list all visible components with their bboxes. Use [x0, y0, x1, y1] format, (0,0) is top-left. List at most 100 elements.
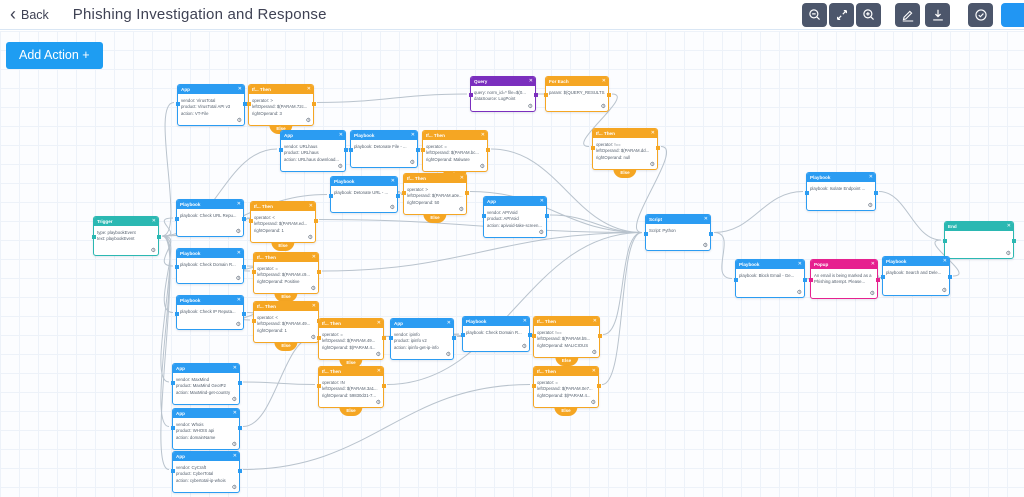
- settings-gear-icon[interactable]: ⚙: [458, 207, 464, 214]
- settings-gear-icon[interactable]: ⚙: [305, 118, 311, 125]
- port-out[interactable]: [464, 190, 469, 195]
- port-in[interactable]: [174, 311, 179, 316]
- port-out[interactable]: [381, 383, 386, 388]
- node-if-eq-param[interactable]: If... Then✕operator: =leftOperand: $(PAR…: [316, 318, 386, 368]
- settings-gear-icon[interactable]: ⚙: [702, 243, 708, 249]
- settings-gear-icon[interactable]: ⚙: [521, 344, 527, 350]
- port-in[interactable]: [316, 383, 321, 388]
- settings-gear-icon[interactable]: ⚙: [235, 276, 241, 282]
- port-in[interactable]: [348, 148, 353, 152]
- node-if-lt1[interactable]: If... Then✕operator: <leftOperand: $(PAR…: [248, 201, 318, 251]
- close-icon[interactable]: ✕: [151, 218, 156, 224]
- close-icon[interactable]: ✕: [410, 132, 415, 138]
- download-button[interactable]: [925, 3, 950, 27]
- port-out[interactable]: [527, 333, 532, 337]
- node-if-72c[interactable]: If... Then✕operator: >leftOperand: $(PAR…: [246, 84, 316, 134]
- settings-gear-icon[interactable]: ⚙: [538, 230, 544, 237]
- else-branch-tab[interactable]: Else: [269, 125, 293, 134]
- else-branch-tab[interactable]: Else: [554, 357, 579, 366]
- close-icon[interactable]: ✕: [311, 303, 316, 309]
- close-icon[interactable]: ✕: [650, 130, 655, 136]
- port-out[interactable]: [415, 148, 420, 152]
- else-branch-tab[interactable]: Else: [423, 214, 447, 223]
- node-pb-block-email[interactable]: Playbook✕playbook: Block Email - Ge...⚙: [733, 259, 807, 298]
- else-branch-tab[interactable]: Else: [613, 169, 637, 178]
- close-icon[interactable]: ✕: [232, 410, 237, 416]
- settings-gear-icon[interactable]: ⚙: [236, 118, 242, 125]
- node-pb-check-ip[interactable]: Playbook✕playbook: Check IP Reputa...⚙: [174, 295, 246, 330]
- check-button[interactable]: [968, 3, 993, 27]
- port-in[interactable]: [251, 319, 256, 323]
- close-icon[interactable]: ✕: [376, 368, 381, 374]
- settings-gear-icon[interactable]: ⚙: [337, 164, 343, 171]
- close-icon[interactable]: ✕: [236, 297, 241, 303]
- port-in[interactable]: [174, 265, 179, 269]
- settings-gear-icon[interactable]: ⚙: [600, 104, 606, 110]
- node-if-null[interactable]: If... Then✕operator: !==leftOperand: $(P…: [590, 128, 660, 178]
- port-out[interactable]: [485, 148, 490, 152]
- close-icon[interactable]: ✕: [601, 78, 606, 84]
- close-icon[interactable]: ✕: [522, 318, 527, 324]
- close-icon[interactable]: ✕: [232, 365, 237, 371]
- settings-gear-icon[interactable]: ⚙: [235, 229, 241, 235]
- close-icon[interactable]: ✕: [703, 216, 708, 222]
- port-in[interactable]: [246, 101, 251, 106]
- node-pb-detonate-file[interactable]: Playbook✕playbook: Detonate File - ...⚙: [348, 130, 420, 168]
- settings-gear-icon[interactable]: ⚙: [389, 205, 395, 211]
- close-icon[interactable]: ✕: [539, 198, 544, 204]
- port-in[interactable]: [248, 218, 253, 223]
- port-out[interactable]: [237, 468, 242, 473]
- port-out[interactable]: [451, 335, 456, 340]
- node-pb-isolate[interactable]: Playbook✕playbook: Isolate Endpoint ...⚙: [804, 172, 878, 211]
- zoom-out-button[interactable]: [802, 3, 827, 27]
- settings-gear-icon[interactable]: ⚙: [649, 162, 655, 169]
- add-action-button[interactable]: Add Action +: [6, 42, 103, 69]
- close-icon[interactable]: ✕: [306, 86, 311, 92]
- port-out[interactable]: [873, 190, 878, 195]
- settings-gear-icon[interactable]: ⚙: [527, 104, 533, 110]
- port-in[interactable]: [170, 381, 175, 385]
- node-if-malware[interactable]: If... Then✕operator: =leftOperand: $(PAR…: [420, 130, 490, 180]
- close-icon[interactable]: ✕: [480, 132, 485, 138]
- port-out[interactable]: [156, 235, 161, 239]
- else-branch-tab[interactable]: Else: [274, 293, 298, 302]
- port-out[interactable]: [708, 231, 713, 236]
- node-for-each[interactable]: For Each✕param: $(QUERY_RESULTS...⚙: [543, 76, 611, 112]
- port-out[interactable]: [241, 311, 246, 316]
- port-out[interactable]: [544, 214, 549, 218]
- node-query-logpoint[interactable]: Query✕query: norm_id=* file=$(0...dataSo…: [468, 76, 538, 112]
- close-icon[interactable]: ✕: [870, 261, 875, 267]
- node-pb-detonate-url[interactable]: Playbook✕playbook: Detonate URL - ...⚙: [328, 176, 400, 213]
- node-pb-check-domain2[interactable]: Playbook✕playbook: Check Domain R...⚙: [460, 316, 532, 352]
- port-out[interactable]: [596, 383, 601, 388]
- close-icon[interactable]: ✕: [232, 453, 237, 459]
- port-out[interactable]: [533, 93, 538, 97]
- close-icon[interactable]: ✕: [446, 320, 451, 326]
- close-icon[interactable]: ✕: [236, 250, 241, 256]
- settings-gear-icon[interactable]: ⚙: [375, 352, 381, 359]
- close-icon[interactable]: ✕: [338, 132, 343, 138]
- port-in[interactable]: [808, 278, 813, 282]
- close-icon[interactable]: ✕: [376, 320, 381, 326]
- port-in[interactable]: [278, 148, 283, 152]
- settings-gear-icon[interactable]: ⚙: [310, 286, 316, 293]
- close-icon[interactable]: ✕: [528, 78, 533, 84]
- close-icon[interactable]: ✕: [308, 203, 313, 209]
- close-icon[interactable]: ✕: [237, 86, 242, 92]
- port-out[interactable]: [947, 275, 952, 279]
- port-in[interactable]: [481, 214, 486, 218]
- port-in[interactable]: [880, 275, 885, 279]
- port-out[interactable]: [606, 93, 611, 97]
- port-in[interactable]: [420, 148, 425, 152]
- node-if-positive[interactable]: If... Then✕operator: =leftOperand: $(PAR…: [251, 252, 321, 302]
- settings-gear-icon[interactable]: ⚙: [867, 203, 873, 209]
- zoom-in-button[interactable]: [856, 3, 881, 27]
- settings-gear-icon[interactable]: ⚙: [591, 350, 597, 357]
- close-icon[interactable]: ✕: [1006, 223, 1011, 229]
- port-in[interactable]: [316, 335, 321, 340]
